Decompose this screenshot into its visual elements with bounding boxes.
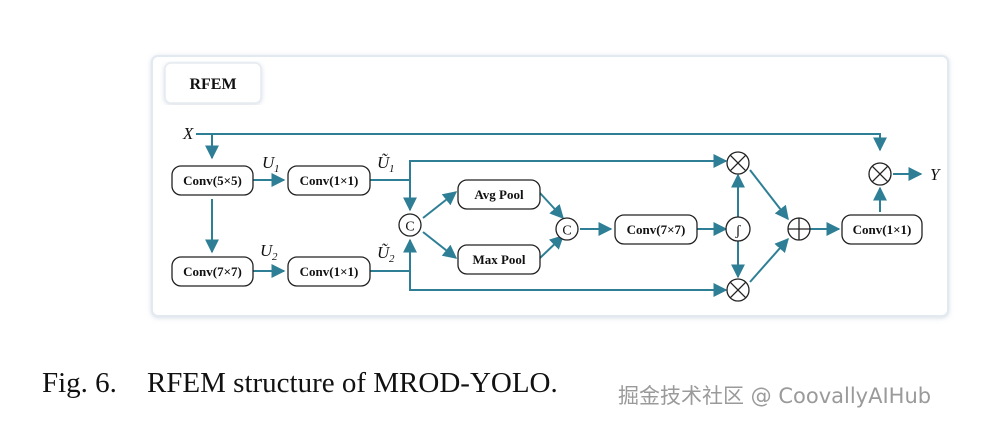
svg-text:Max Pool: Max Pool	[472, 252, 525, 267]
svg-text:Avg Pool: Avg Pool	[474, 187, 524, 202]
block-max-pool: Max Pool	[457, 244, 541, 275]
svg-text:2: 2	[389, 253, 395, 265]
figure-number: Fig. 6.	[42, 367, 117, 399]
figure-caption-text: RFEM structure of MROD-YOLO.	[146, 367, 558, 399]
module-title: RFEM	[189, 76, 236, 93]
concat-node-2: C	[555, 217, 579, 241]
label-u2: U 2	[260, 241, 278, 263]
svg-text:Conv(7×7): Conv(7×7)	[183, 264, 242, 279]
multiply-node-bottom	[726, 278, 750, 302]
module-title-tab: RFEM	[164, 62, 262, 104]
block-conv5x5: Conv(5×5)	[171, 165, 254, 196]
svg-text:2: 2	[272, 251, 278, 263]
input-label-x: X	[182, 124, 194, 143]
output-label-y: Y	[930, 165, 941, 184]
concat-node-1: C	[398, 213, 422, 237]
watermark: 掘金技术社区 @ CoovallyAIHub	[618, 384, 932, 408]
block-avg-pool: Avg Pool	[457, 179, 541, 210]
block-conv1x1-bottom: Conv(1×1)	[287, 256, 371, 287]
svg-text:1: 1	[274, 163, 280, 175]
label-u2-tilde: Ũ 2	[377, 243, 395, 265]
svg-text:U: U	[262, 153, 276, 172]
rfem-diagram: RFEM	[151, 55, 949, 317]
block-conv1x1-out: Conv(1×1)	[841, 214, 923, 245]
connection-arrows	[196, 133, 923, 297]
svg-text:1: 1	[389, 163, 395, 175]
svg-text:Conv(1×1): Conv(1×1)	[300, 264, 359, 279]
module-frame	[151, 55, 949, 317]
block-conv7x7-attention: Conv(7×7)	[614, 214, 698, 245]
svg-text:Conv(1×1): Conv(1×1)	[853, 222, 912, 237]
svg-text:Conv(1×1): Conv(1×1)	[300, 173, 359, 188]
label-u1: U 1	[262, 153, 280, 175]
svg-text:ʃ: ʃ	[735, 223, 742, 239]
svg-text:C: C	[562, 224, 571, 239]
svg-text:Ũ: Ũ	[377, 153, 391, 172]
figure-caption: Fig. 6. RFEM structure of MROD-YOLO.	[42, 367, 558, 400]
block-conv7x7-branch: Conv(7×7)	[171, 256, 254, 287]
svg-text:Ũ: Ũ	[377, 243, 391, 262]
svg-text:U: U	[260, 241, 274, 260]
block-conv1x1-top: Conv(1×1)	[287, 165, 371, 196]
svg-text:C: C	[405, 220, 414, 235]
multiply-node-out	[868, 162, 892, 186]
sigmoid-node: ʃ	[725, 216, 751, 242]
svg-text:Conv(7×7): Conv(7×7)	[627, 222, 686, 237]
add-node	[787, 217, 811, 241]
label-u1-tilde: Ũ 1	[377, 153, 395, 175]
multiply-node-top	[726, 151, 750, 175]
svg-text:Conv(5×5): Conv(5×5)	[183, 173, 242, 188]
